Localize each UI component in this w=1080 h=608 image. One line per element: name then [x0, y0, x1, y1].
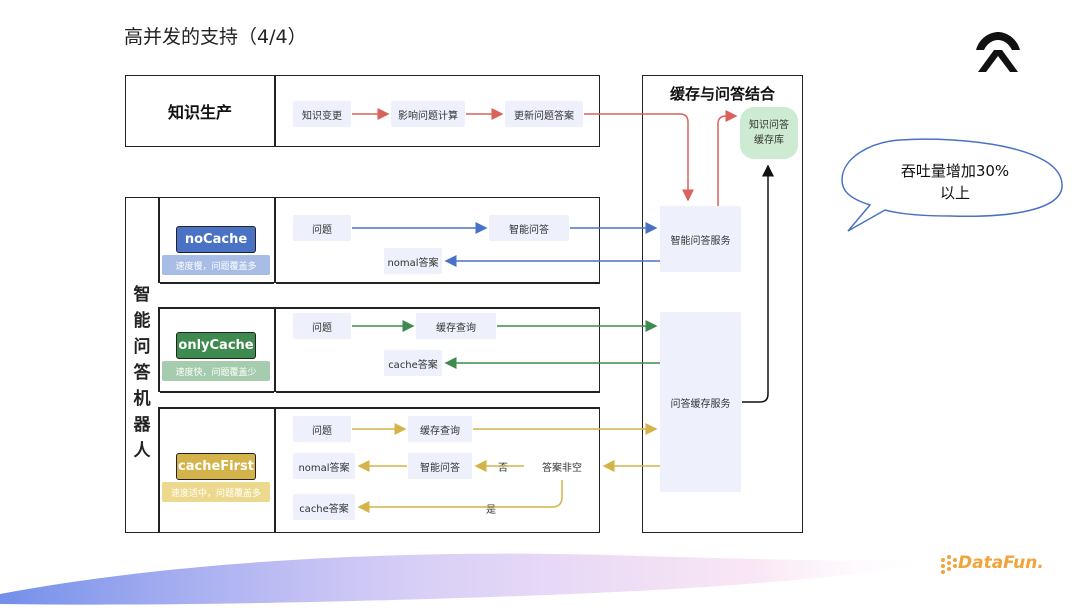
cachefirst-query: 缓存查询 — [408, 416, 472, 442]
mode-nocache-badge: noCache — [176, 226, 256, 253]
callout-text: 吞吐量增加30% 以上 — [900, 162, 1010, 202]
cachefirst-yes-label: 是 — [486, 501, 496, 516]
cachefirst-cache-answer: cache答案 — [293, 494, 355, 520]
knowledge-divider — [274, 75, 276, 147]
nocache-question: 问题 — [293, 215, 351, 241]
mode-onlycache-badge: onlyCache — [176, 332, 256, 359]
nocache-qa: 智能问答 — [489, 215, 569, 241]
onlycache-query: 缓存查询 — [416, 313, 496, 339]
row-gap-mask-1 — [274, 283, 276, 307]
nocache-answer: nomal答案 — [384, 248, 442, 274]
onlycache-question: 问题 — [293, 313, 351, 339]
row-gap-mask-4 — [158, 392, 160, 407]
cachefirst-check: 答案非空 — [525, 453, 599, 479]
row-line-a — [158, 282, 600, 284]
cache-db-label: 知识问答 缓存库 — [749, 120, 789, 146]
robot-divider-2 — [274, 197, 276, 533]
onlycache-answer: cache答案 — [384, 350, 442, 376]
cachefirst-normal-answer: nomal答案 — [293, 453, 355, 479]
mode-cachefirst-badge: cacheFirst — [176, 453, 256, 480]
qa-service-node: 智能问答服务 — [660, 206, 741, 272]
row-gap-2 — [159, 392, 600, 407]
row-line-b — [158, 307, 600, 309]
node-impact-calc: 影响问题计算 — [391, 101, 465, 127]
node-knowledge-change: 知识变更 — [293, 101, 351, 127]
row-line-c — [158, 391, 600, 393]
robot-divider — [158, 197, 160, 533]
row-line-d — [158, 407, 600, 409]
slide-title: 高并发的支持（4/4） — [124, 26, 307, 48]
mode-cachefirst-desc: 速度适中，问题覆盖多 — [162, 482, 270, 502]
robot-section-label: 智能问答机器人 — [133, 285, 151, 461]
row-gap-1 — [159, 283, 600, 307]
datafun-logo-text: DataFun. — [958, 553, 1044, 573]
cachefirst-question: 问题 — [293, 416, 351, 442]
mode-nocache-desc: 速度慢，问题覆盖多 — [162, 255, 270, 275]
cachefirst-qa: 智能问答 — [408, 453, 472, 479]
combined-section-title: 缓存与问答结合 — [669, 84, 775, 103]
node-update-answer: 更新问题答案 — [505, 101, 583, 127]
knowledge-section-label: 知识生产 — [167, 103, 232, 122]
row-gap-mask-2 — [274, 392, 276, 407]
cache-db-node: 知识问答 缓存库 — [740, 107, 798, 159]
cache-service-node: 问答缓存服务 — [660, 312, 741, 492]
row-gap-mask-3 — [158, 283, 160, 307]
mode-onlycache-desc: 速度快，问题覆盖少 — [162, 361, 270, 381]
cachefirst-no-label: 否 — [498, 459, 508, 474]
